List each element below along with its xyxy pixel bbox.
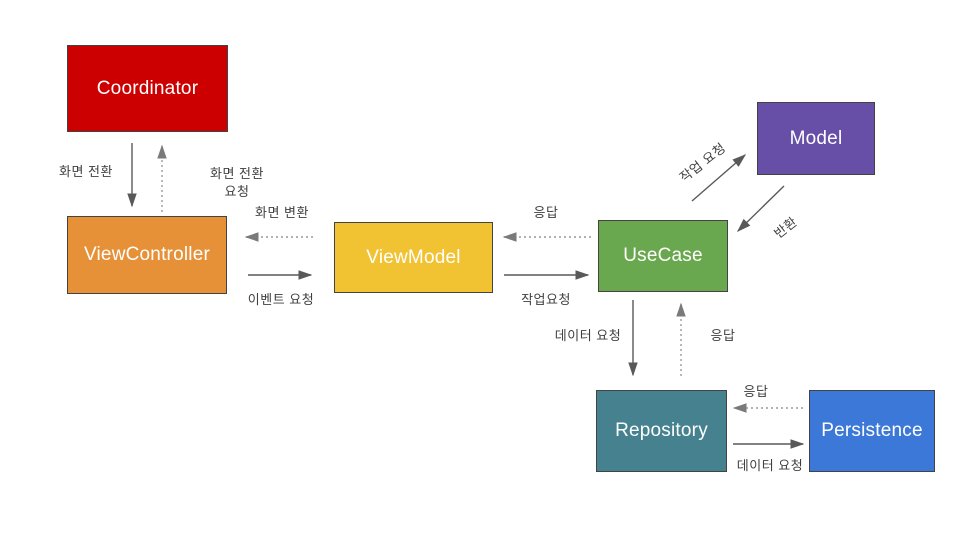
node-coordinator: Coordinator — [67, 45, 228, 132]
node-persistence: Persistence — [809, 390, 935, 472]
node-label-coordinator: Coordinator — [96, 77, 199, 99]
node-label-viewcontroller: ViewController — [83, 244, 210, 265]
edge-label-usecase-to-model: 작업 요청 — [676, 140, 729, 186]
edge-label-viewcontroller-to-viewmodel: 이벤트 요청 — [247, 291, 315, 307]
node-label-repository: Repository — [615, 420, 708, 441]
node-viewmodel: ViewModel — [334, 222, 493, 293]
edge-label-model-to-usecase: 반환 — [771, 213, 801, 242]
edge-label-viewcontroller-to-coordinator: 화면 전환 요청 — [210, 165, 264, 199]
edge-label-repository-to-persistence: 데이터 요청 — [736, 457, 804, 473]
edge-label-repository-to-usecase: 응답 — [710, 327, 736, 343]
edge-label-usecase-to-viewmodel: 응답 — [533, 204, 559, 220]
edge-label-viewmodel-to-usecase: 작업요청 — [521, 291, 571, 307]
node-label-model: Model — [789, 127, 843, 149]
edge-label-coordinator-to-viewcontroller: 화면 전환 — [59, 163, 113, 179]
node-repository: Repository — [596, 390, 727, 472]
node-label-usecase: UseCase — [623, 245, 703, 266]
edge-label-persistence-to-repository: 응답 — [743, 383, 769, 399]
edge-label-usecase-to-repository: 데이터 요청 — [554, 327, 622, 343]
edge-label-viewmodel-to-viewcontroller: 화면 변환 — [255, 204, 309, 220]
node-viewcontroller: ViewController — [67, 216, 227, 294]
node-usecase: UseCase — [598, 220, 728, 292]
node-label-viewmodel: ViewModel — [366, 246, 461, 268]
node-model: Model — [757, 102, 875, 175]
node-label-persistence: Persistence — [821, 420, 923, 441]
